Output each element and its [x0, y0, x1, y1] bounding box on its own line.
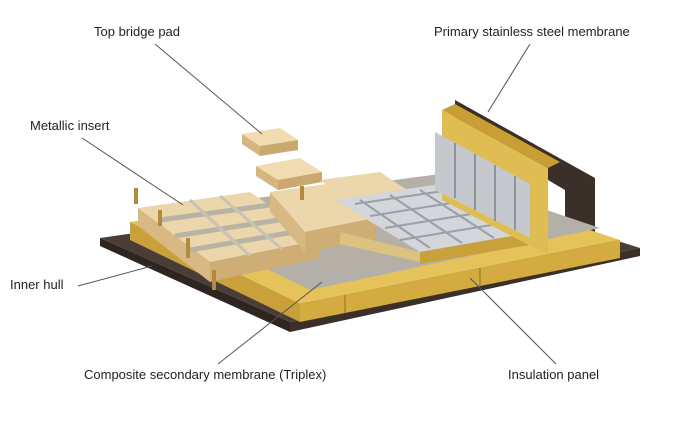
- metallic-insert-pins: [134, 186, 304, 290]
- leader-primary-membrane: [487, 43, 531, 113]
- leader-composite-membrane: [217, 281, 323, 365]
- wall-section: [435, 104, 560, 255]
- top-bridge-pad-blocks: [242, 128, 322, 190]
- primary-membrane-floor: [335, 184, 535, 264]
- leader-insulation-panel: [469, 277, 557, 365]
- label-top-bridge-pad: Top bridge pad: [94, 24, 181, 39]
- leader-metallic-insert: [81, 137, 184, 206]
- label-composite-membrane: Composite secondary membrane (Triplex): [84, 367, 327, 382]
- leader-top-bridge-pad: [154, 43, 263, 135]
- leader-inner-hull: [77, 265, 153, 287]
- label-insulation-panel: Insulation panel: [508, 367, 600, 382]
- leader-lines: [77, 43, 557, 365]
- label-primary-membrane: Primary stainless steel membrane: [434, 24, 630, 39]
- label-metallic-insert: Metallic insert: [30, 118, 110, 133]
- label-inner-hull: Inner hull: [10, 277, 64, 292]
